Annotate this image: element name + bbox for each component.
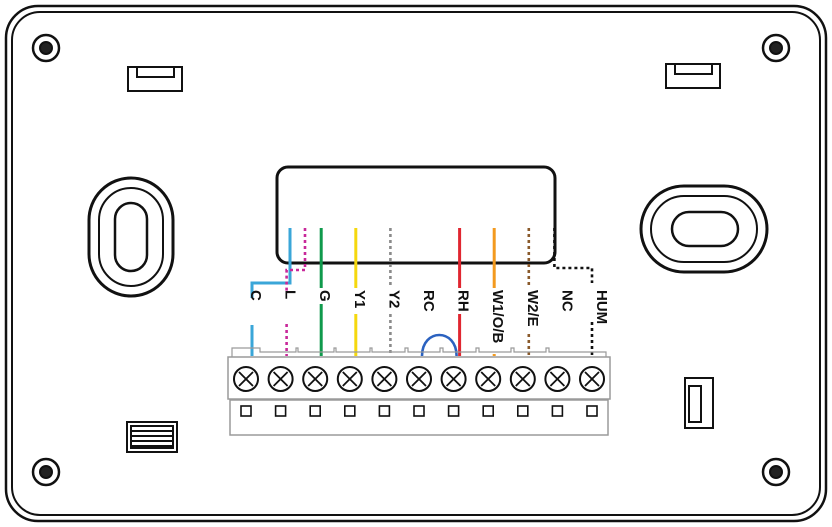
wire-hum <box>553 228 594 356</box>
screw-hole-icon <box>761 457 791 487</box>
wires <box>250 228 594 357</box>
snap-clip-icon <box>126 421 178 453</box>
terminal-label-g: G <box>316 290 333 302</box>
terminal-labels: C L G Y1 Y2 RC RH W1/O/B W2/E NC HUM <box>247 290 610 344</box>
wire-rc-jumper <box>420 333 458 357</box>
screw-hole-icon <box>31 457 61 487</box>
x-circle-icon <box>440 366 467 392</box>
x-circle-icon <box>475 366 502 392</box>
x-circle-icon <box>302 366 329 392</box>
wire-opening <box>275 165 557 265</box>
x-circle-icon <box>336 366 363 392</box>
terminal-opening <box>482 405 495 417</box>
terminal-opening <box>551 405 564 417</box>
screw-hole-icon <box>761 33 791 63</box>
left-mount-slot <box>87 176 175 298</box>
terminal-label-l: L <box>282 290 299 299</box>
x-circle-icon <box>406 366 432 392</box>
terminal-label-hum: HUM <box>593 290 610 324</box>
terminal-label-rc: RC <box>420 290 437 312</box>
side-latch <box>684 377 714 429</box>
snap-clip-icon <box>665 63 721 89</box>
terminal-label-c: C <box>247 290 264 301</box>
housing-inner <box>11 11 821 516</box>
terminal-label-nc: NC <box>558 290 575 312</box>
right-mount-slot <box>639 184 769 274</box>
terminal-label-y2: Y2 <box>385 290 402 308</box>
screw-hole-icon <box>31 33 61 63</box>
terminal-opening <box>309 405 322 417</box>
x-circle-icon <box>267 366 294 392</box>
terminal-label-y1: Y1 <box>351 290 368 308</box>
terminal-opening <box>240 405 252 417</box>
x-circle-icon <box>579 366 605 392</box>
x-circle-icon <box>371 366 398 392</box>
x-circle-icon <box>509 366 536 392</box>
terminal-opening <box>447 405 460 417</box>
terminal-opening <box>413 405 425 417</box>
housing-outer <box>4 4 828 523</box>
x-circle-icon <box>233 366 259 392</box>
terminal-openings <box>240 405 598 417</box>
terminal-opening <box>378 405 391 417</box>
terminal-opening <box>586 405 598 417</box>
terminal-opening <box>274 405 287 417</box>
x-circle-icon <box>544 366 571 392</box>
terminal-label-w1: W1/O/B <box>489 290 506 344</box>
terminal-label-w2: W2/E <box>524 290 541 327</box>
wire-c <box>250 228 292 356</box>
terminal-opening <box>516 405 529 417</box>
snap-clip-icon <box>127 66 183 92</box>
terminal-opening <box>343 405 356 417</box>
terminal-label-rh: RH <box>455 290 472 312</box>
wire-l <box>285 228 307 356</box>
terminal-block <box>227 347 611 436</box>
terminal-screws <box>233 366 605 392</box>
